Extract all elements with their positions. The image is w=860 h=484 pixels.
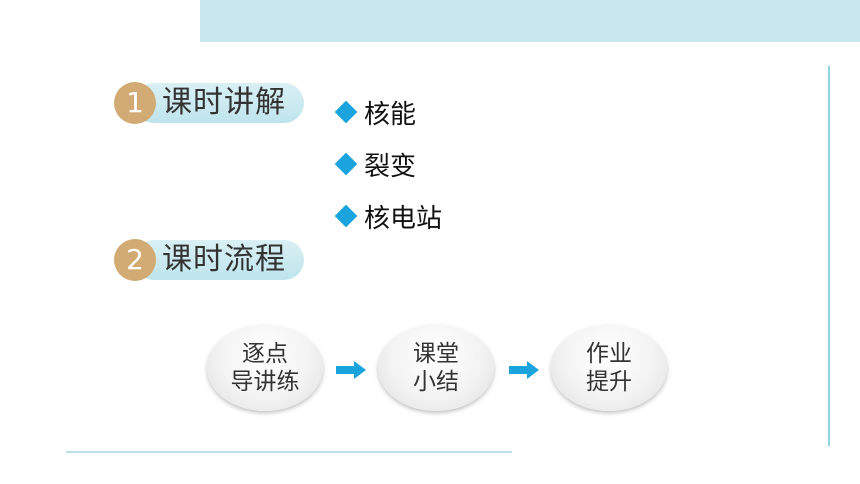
right-divider [828, 66, 830, 446]
arrow-right-icon [509, 361, 539, 379]
topic-label: 核能 [364, 99, 417, 130]
flow-step-line: 作业 [586, 341, 632, 367]
diamond-bullet-icon [334, 204, 358, 228]
section-lecture: 1 课时讲解 [114, 82, 304, 124]
flow-step-line: 提升 [586, 369, 632, 395]
flow-step-summary[interactable]: 课堂 小结 [378, 325, 494, 411]
section-title: 课时讲解 [162, 85, 286, 120]
topic-item: 裂变 [334, 148, 417, 182]
flow-step-line: 课堂 [413, 341, 459, 367]
topic-label: 核电站 [364, 203, 443, 234]
section-title: 课时流程 [162, 242, 286, 277]
diamond-bullet-icon [334, 152, 358, 176]
bottom-divider [66, 451, 512, 453]
section-number-badge: 1 [114, 82, 156, 124]
header-band [200, 0, 860, 42]
topic-item: 核电站 [334, 200, 443, 234]
flow-step-line: 导讲练 [230, 369, 300, 395]
flow-step-line: 逐点 [242, 341, 288, 367]
section-pill [134, 83, 304, 123]
topic-label: 裂变 [364, 151, 417, 182]
section-process: 2 课时流程 [114, 239, 304, 281]
section-number-badge: 2 [114, 239, 156, 281]
flow-step-homework[interactable]: 作业 提升 [551, 325, 667, 411]
diamond-bullet-icon [334, 100, 358, 124]
flow-step-line: 小结 [413, 369, 459, 395]
flow-step-practice[interactable]: 逐点 导讲练 [207, 325, 323, 411]
arrow-right-icon [336, 361, 366, 379]
section-pill [134, 240, 304, 280]
topic-item: 核能 [334, 96, 417, 130]
